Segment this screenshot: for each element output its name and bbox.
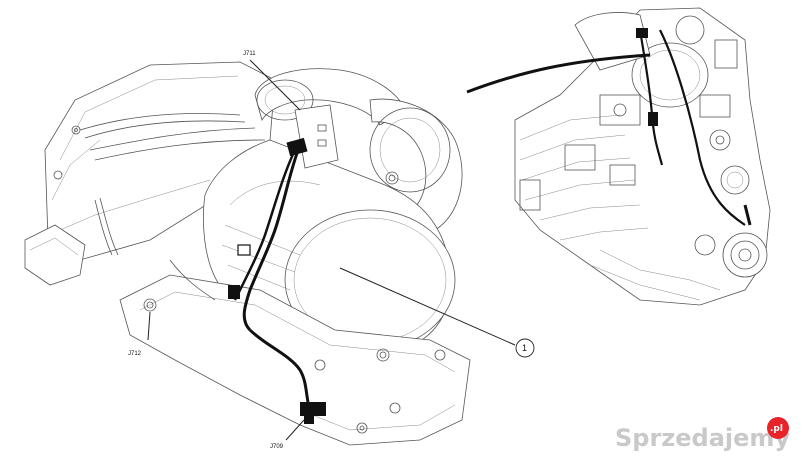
label-j712: J712 [128,351,142,357]
watermark-text: Sprzedajemy [615,424,790,452]
leader-lines [147,59,516,441]
callout-1: 1 [515,338,535,358]
aftertreatment-assembly-drawing [24,61,471,446]
watermark-tld: .pl [770,424,783,434]
watermark-badge-icon [767,417,789,439]
pointer-line [466,53,651,94]
label-j709: J709 [270,444,284,450]
engine-overview-drawing [514,7,771,306]
label-j711: J711 [243,51,256,57]
callout-1-number: 1 [522,343,527,353]
wiring-harness [228,137,326,424]
watermark: Sprzedajemy .pl [615,417,790,452]
